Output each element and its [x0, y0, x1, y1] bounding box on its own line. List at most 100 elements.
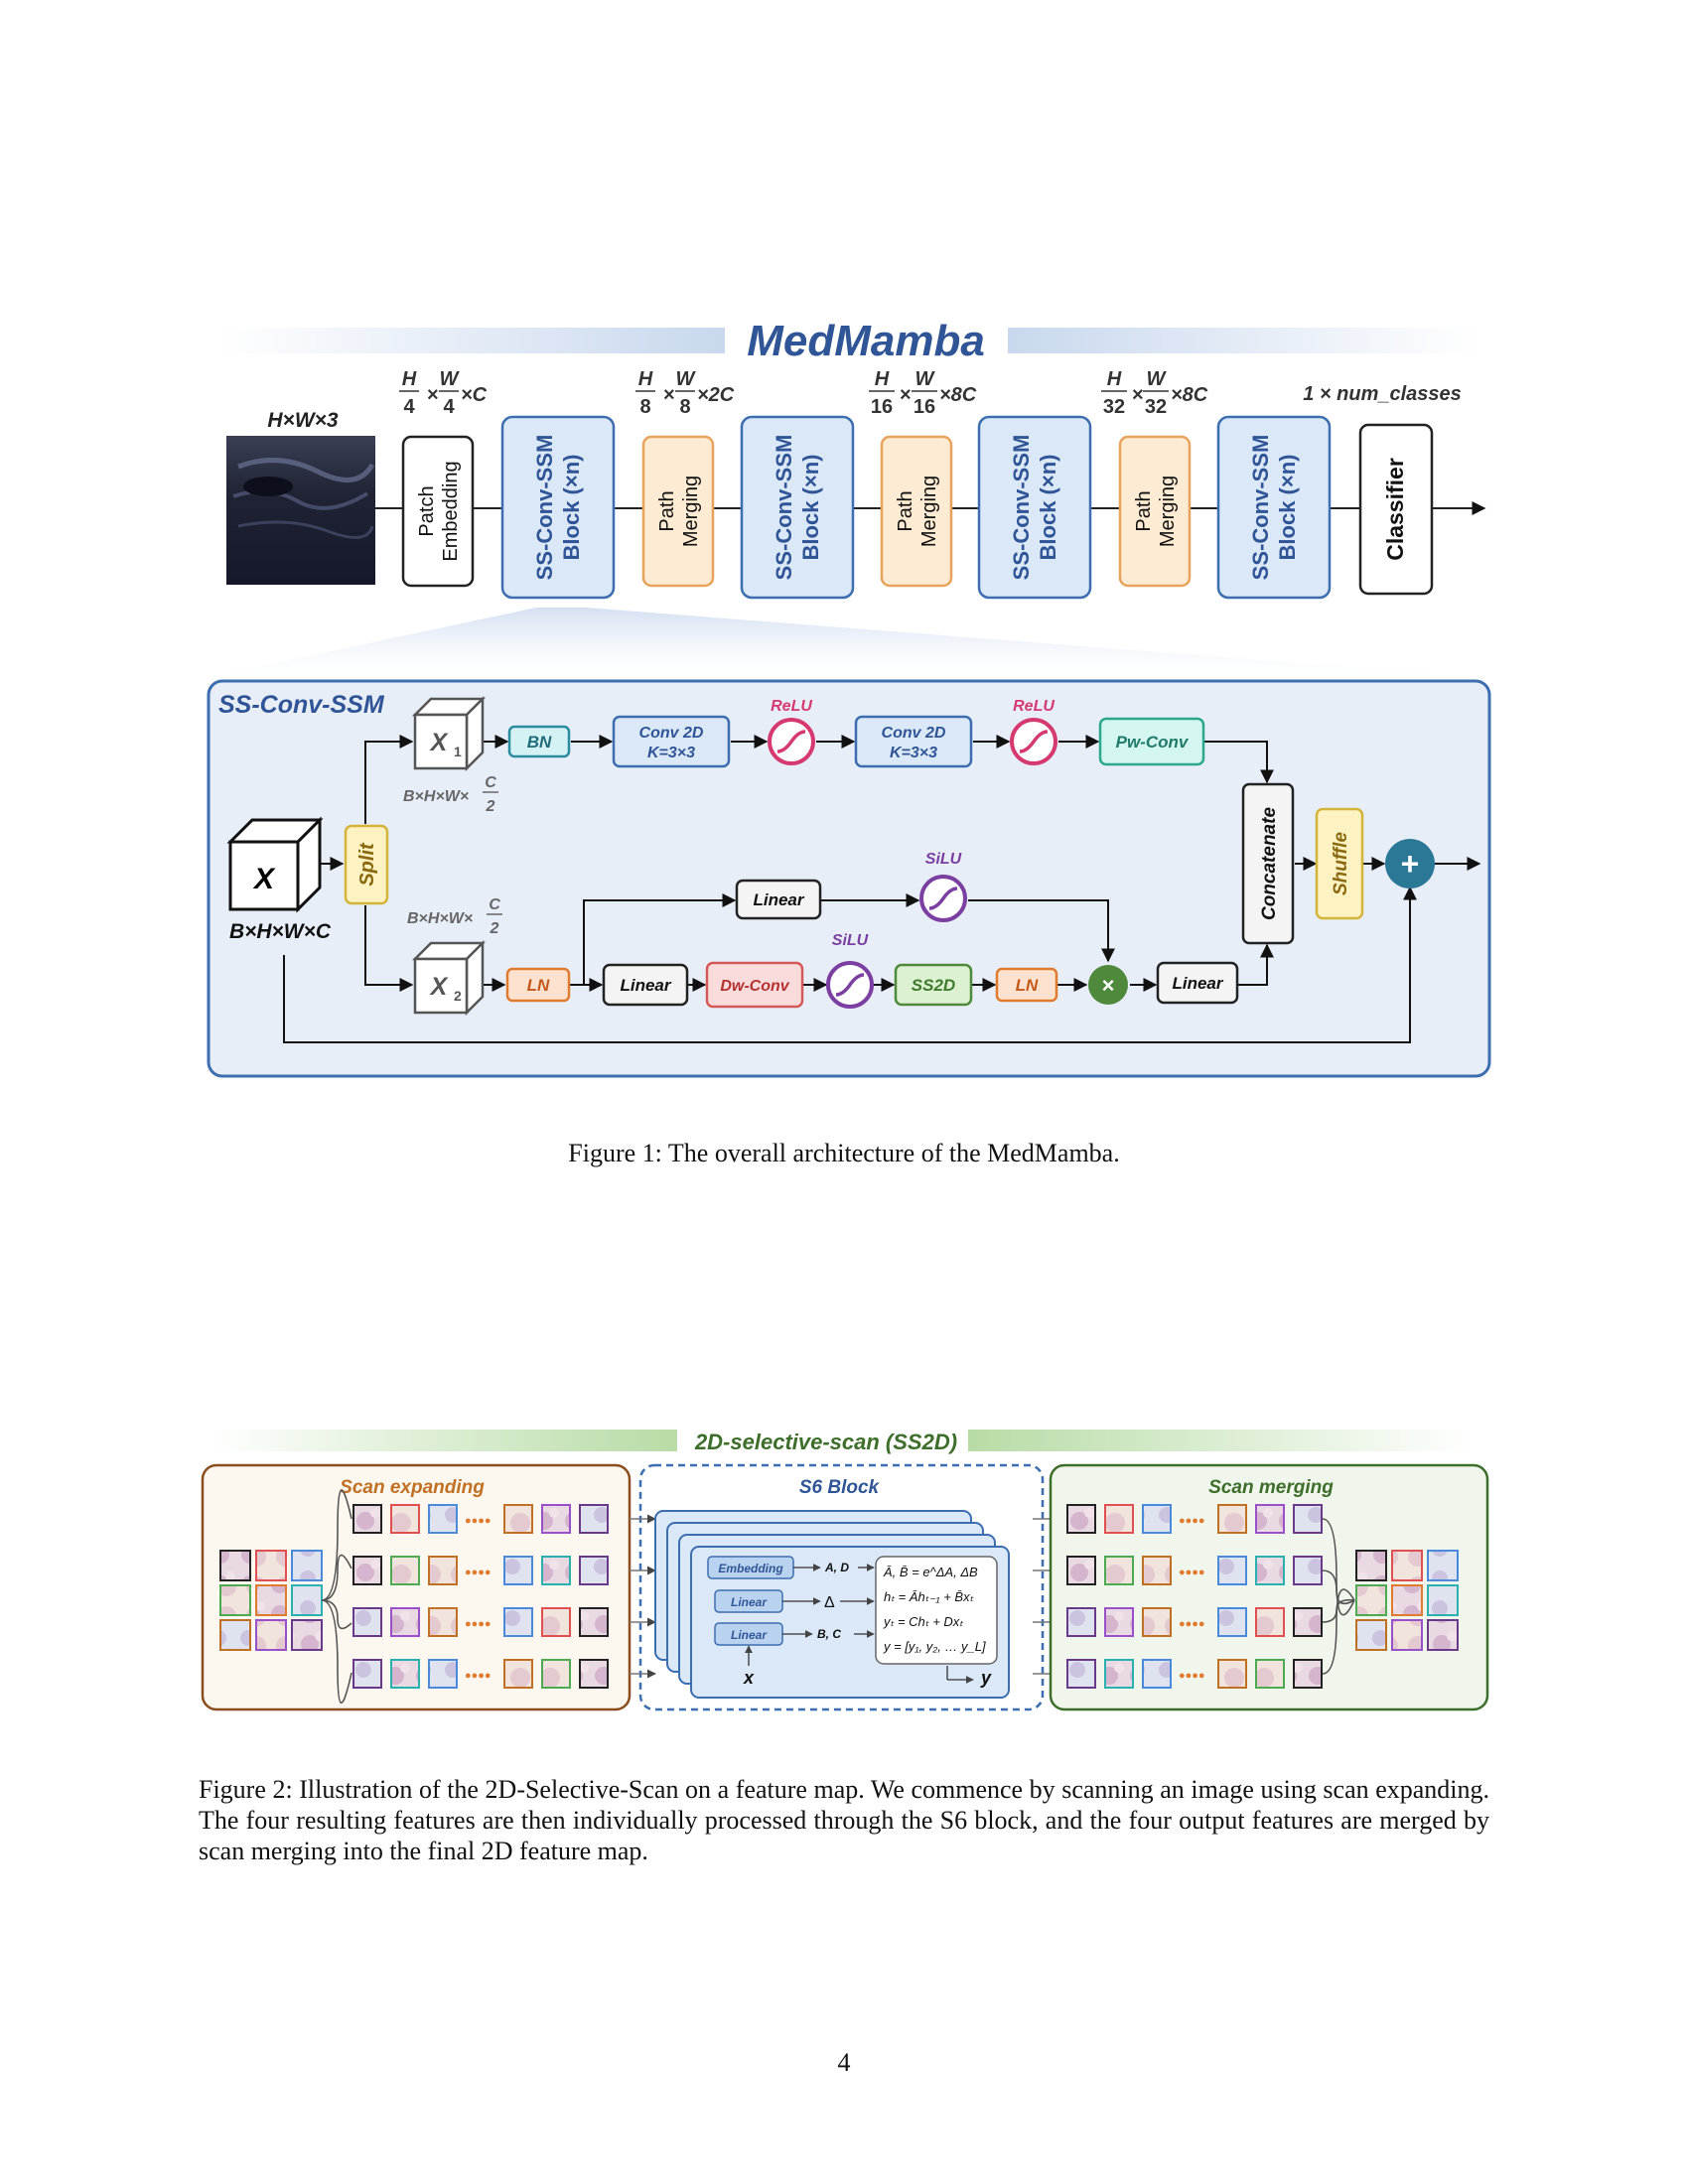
figure-1-title: MedMamba: [747, 317, 985, 365]
svg-text:Shuffle: Shuffle: [1331, 832, 1351, 895]
svg-text:y = [y₁, y₂, … y_L]: y = [y₁, y₂, … y_L]: [883, 1639, 986, 1654]
svg-text:SS-Conv-SSM: SS-Conv-SSM: [532, 435, 557, 581]
svg-text:LN: LN: [527, 976, 550, 995]
figure-1: MedMamba H×W×3 H 4 × W 4 ×C H 8 × W 8 ×2…: [207, 317, 1491, 1078]
ssconvssm-detail-title: SS-Conv-SSM: [218, 691, 385, 719]
svg-text:32: 32: [1103, 396, 1125, 418]
shuffle-block: Shuffle: [1315, 807, 1364, 920]
expanded-sequences: ●●●● ●●●● ●●●● ●●●●: [352, 1504, 609, 1689]
svg-text:16: 16: [914, 396, 935, 418]
s6-y-label: y: [980, 1668, 992, 1688]
figure-2-caption: Figure 2: Illustration of the 2D-Selecti…: [199, 1775, 1489, 1865]
svg-text:W: W: [676, 368, 697, 390]
svg-text:ReLU: ReLU: [771, 698, 812, 715]
ss2d-title-band-right: [968, 1430, 1475, 1451]
title-band-left: [218, 328, 725, 353]
svg-text:B×H×W×: B×H×W×: [407, 910, 473, 927]
s6-linear-block-2: Linear: [714, 1622, 783, 1646]
s6-embedding-block: Embedding: [707, 1556, 794, 1579]
dim-label-4: H 32 × W 32 ×8C: [1101, 368, 1208, 418]
ultrasound-image: [226, 436, 375, 585]
svg-text:Linear: Linear: [731, 1628, 768, 1642]
scan-merging-title: Scan merging: [1208, 1477, 1334, 1498]
svg-text:W: W: [440, 368, 461, 390]
svg-text:Linear: Linear: [731, 1595, 768, 1609]
svg-text:Linear: Linear: [753, 890, 804, 909]
svg-text:SS-Conv-SSM: SS-Conv-SSM: [1248, 435, 1273, 581]
add-icon: +: [1385, 839, 1435, 888]
svg-text:16: 16: [871, 396, 893, 418]
svg-text:Patch: Patch: [416, 485, 438, 536]
svg-text:×8C: ×8C: [939, 384, 977, 406]
svg-text:×: ×: [900, 384, 912, 406]
svg-text:Block (×n): Block (×n): [798, 455, 823, 561]
svg-text:Linear: Linear: [620, 976, 671, 995]
conv2d-block-2: Conv 2D K=3×3: [854, 715, 973, 768]
svg-text:SiLU: SiLU: [925, 851, 962, 868]
svg-text:×: ×: [1102, 973, 1115, 998]
ss2d-title-band-left: [211, 1430, 677, 1451]
svg-text:●●●●: ●●●●: [1179, 1567, 1205, 1578]
svg-text:Split: Split: [356, 842, 378, 887]
s6-ad-label: A, D: [824, 1561, 849, 1574]
split-block: Split: [344, 824, 389, 905]
svg-text:Concatenate: Concatenate: [1259, 807, 1280, 920]
svg-text:8: 8: [639, 396, 650, 418]
svg-text:K=3×3: K=3×3: [890, 745, 937, 761]
svg-text:×: ×: [427, 384, 439, 406]
input-shape: H×W×3: [267, 409, 339, 432]
pwconv-block: Pw-Conv: [1098, 717, 1205, 766]
svg-text:H: H: [402, 368, 417, 390]
svg-text:●●●●: ●●●●: [465, 1567, 492, 1578]
concatenate-block: Concatenate: [1241, 782, 1295, 945]
ssconvssm-detail-panel: [207, 679, 1491, 1078]
svg-text:Block (×n): Block (×n): [1036, 455, 1060, 561]
svg-text:BN: BN: [527, 733, 552, 751]
relu-icon-1: ReLU: [768, 698, 815, 765]
ln-block-2: LN: [995, 967, 1058, 1003]
svg-text:Dw-Conv: Dw-Conv: [720, 978, 789, 995]
x-shape: B×H×W×C: [229, 920, 332, 943]
svg-text:Path: Path: [1133, 490, 1155, 531]
svg-text:C: C: [485, 774, 496, 791]
svg-text:2: 2: [490, 920, 499, 937]
svg-text:×: ×: [663, 384, 675, 406]
svg-text:+: +: [1401, 846, 1420, 882]
dwconv-block: Dw-Conv: [705, 961, 804, 1009]
svg-text:Path: Path: [895, 490, 916, 531]
svg-text:hₜ = Āhₜ₋₁ + B̄xₜ: hₜ = Āhₜ₋₁ + B̄xₜ: [884, 1589, 975, 1604]
svg-text:Ā, B̄ = e^ΔA, ΔB: Ā, B̄ = e^ΔA, ΔB: [883, 1565, 978, 1579]
svg-text:SiLU: SiLU: [832, 932, 869, 949]
pipeline-block-classifier: Classifier: [1358, 423, 1434, 596]
figure-1-caption: Figure 1: The overall architecture of th…: [568, 1139, 1120, 1167]
svg-text:Conv 2D: Conv 2D: [639, 725, 704, 742]
x1-cube: X 1: [411, 695, 487, 772]
conv2d-block-1: Conv 2D K=3×3: [612, 715, 731, 768]
svg-text:Merging: Merging: [1157, 476, 1179, 547]
relu-icon-2: ReLU: [1010, 698, 1057, 765]
svg-text:X: X: [252, 863, 276, 895]
s6-delta-label: Δ: [824, 1594, 835, 1611]
s6-bc-label: B, C: [817, 1627, 841, 1641]
svg-text:Embedding: Embedding: [718, 1562, 783, 1575]
ln-block-1: LN: [505, 967, 571, 1003]
svg-text:H: H: [638, 368, 653, 390]
svg-text:Path: Path: [656, 490, 678, 531]
zoom-fan: [211, 608, 1479, 677]
svg-text:Block (×n): Block (×n): [1275, 455, 1300, 561]
svg-text:Block (×n): Block (×n): [559, 455, 584, 561]
figure-2: 2D-selective-scan (SS2D) Scan expanding: [201, 1430, 1489, 1711]
pipeline-block-ssconvssm-3: SS-Conv-SSM Block (×n): [977, 415, 1092, 600]
svg-text:W: W: [1147, 368, 1168, 390]
svg-text:C: C: [489, 896, 500, 913]
merged-sequences: ●●●● ●●●● ●●●● ●●●●: [1066, 1504, 1323, 1689]
svg-text:Merging: Merging: [918, 476, 940, 547]
figure-2-title: 2D-selective-scan (SS2D): [694, 1430, 957, 1454]
pipeline-block-path-merging-3: Path Merging: [1118, 435, 1192, 588]
svg-text:×C: ×C: [461, 384, 488, 406]
svg-text:8: 8: [679, 396, 690, 418]
svg-text:●●●●: ●●●●: [1179, 1618, 1205, 1630]
linear-block-in: Linear: [602, 963, 689, 1007]
svg-text:SS-Conv-SSM: SS-Conv-SSM: [1009, 435, 1034, 581]
input-tile-grid: [219, 1550, 323, 1651]
